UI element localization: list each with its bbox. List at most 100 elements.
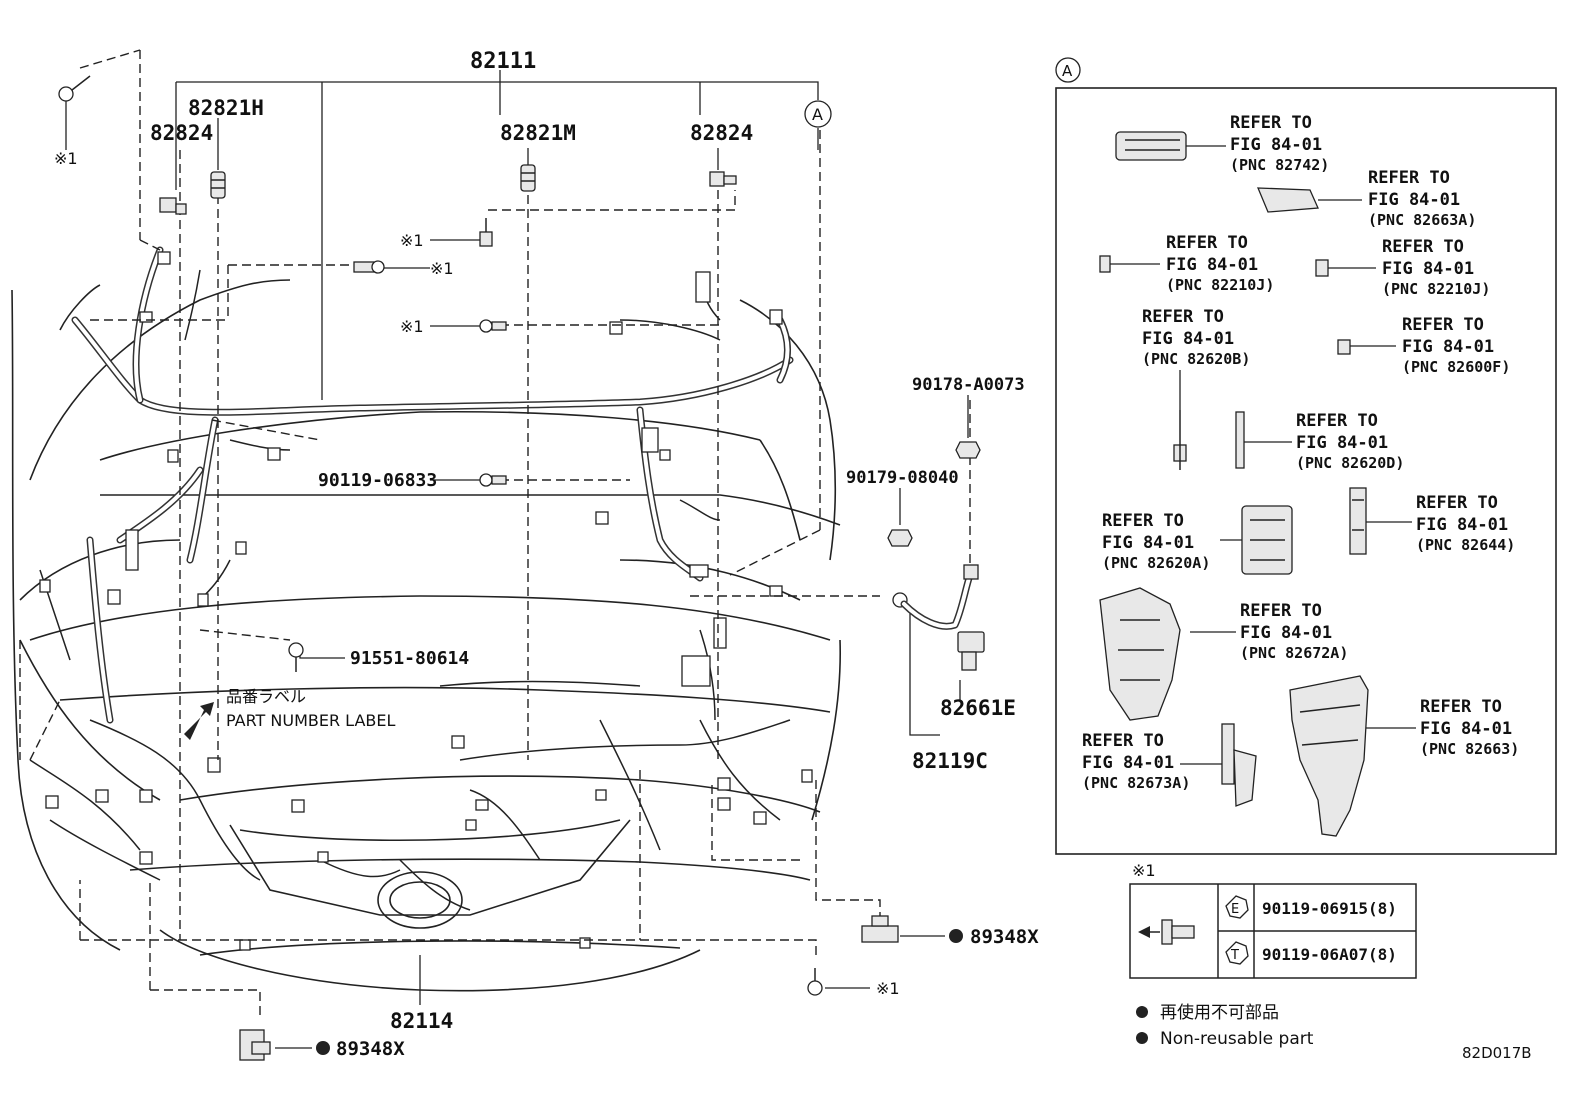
detail-part-82620d-icon — [1235, 411, 1292, 469]
svg-text:(PNC 82672A): (PNC 82672A) — [1240, 644, 1348, 662]
label-82111: 82111 — [470, 49, 536, 74]
svg-text:FIG 84-01: FIG 84-01 — [1166, 255, 1258, 275]
svg-text:REFER TO: REFER TO — [1230, 113, 1312, 133]
solid-leaders — [65, 70, 969, 1049]
note-mark-3: ※1 — [430, 259, 454, 278]
legend-jp: 再使用不可部品 — [1160, 1002, 1279, 1023]
label-82821m: 82821M — [500, 121, 576, 145]
svg-text:REFER TO: REFER TO — [1082, 731, 1164, 751]
label-90119-06833: 90119-06833 — [318, 470, 437, 491]
svg-text:FIG 84-01: FIG 84-01 — [1402, 337, 1494, 357]
detail-part-82620b-icon — [1173, 370, 1187, 470]
svg-text:T: T — [1230, 948, 1239, 963]
bracket-89348x-bottom-icon — [239, 1029, 271, 1061]
nut-90179-08040-icon — [887, 529, 913, 547]
part-number-label-en: PART NUMBER LABEL — [226, 711, 395, 730]
detail-ref-3: REFER TO FIG 84-01 (PNC 82210J) — [1382, 237, 1490, 298]
detail-part-82663a-icon — [1257, 187, 1362, 213]
sensor-82661e-icon — [957, 631, 985, 671]
label-89348x-bottom: 89348X — [336, 1038, 405, 1060]
label-89348x-right: 89348X — [970, 926, 1039, 948]
svg-text:FIG 84-01: FIG 84-01 — [1296, 433, 1388, 453]
label-82119c: 82119C — [912, 749, 988, 773]
svg-text:FIG 84-01: FIG 84-01 — [1416, 515, 1508, 535]
clip-82824-left-icon — [159, 197, 187, 215]
callout-a-letter: A — [812, 105, 823, 124]
bolt-icon-3 — [479, 319, 507, 333]
dashed-leaders — [19, 49, 971, 1020]
svg-text:FIG 84-01: FIG 84-01 — [1230, 135, 1322, 155]
svg-text:(PNC 82210J): (PNC 82210J) — [1382, 280, 1490, 298]
label-82824-left: 82824 — [150, 121, 213, 145]
svg-text:(PNC 82620D): (PNC 82620D) — [1296, 454, 1404, 472]
note-mark-5: ※1 — [876, 979, 900, 998]
detail-ref-4: REFER TO FIG 84-01 (PNC 82620B) — [1142, 307, 1250, 368]
detail-ref-2: REFER TO FIG 84-01 (PNC 82210J) — [1166, 233, 1274, 294]
svg-text:(PNC 82210J): (PNC 82210J) — [1166, 276, 1274, 294]
bolt-icon-2 — [353, 260, 385, 274]
svg-text:(PNC 82620B): (PNC 82620B) — [1142, 350, 1250, 368]
label-82661e: 82661E — [940, 696, 1016, 720]
svg-text:REFER TO: REFER TO — [1368, 168, 1450, 188]
svg-text:(PNC 82600F): (PNC 82600F) — [1402, 358, 1510, 376]
detail-ref-6: REFER TO FIG 84-01 (PNC 82620D) — [1296, 411, 1404, 472]
detail-panel-frame — [1055, 87, 1557, 855]
detail-panel-a: A — [1055, 57, 1557, 855]
svg-text:FIG 84-01: FIG 84-01 — [1420, 719, 1512, 739]
wire-82119c-icon — [892, 564, 979, 630]
svg-text:REFER TO: REFER TO — [1416, 493, 1498, 513]
nut-90178-a0073-icon — [955, 441, 981, 459]
svg-text:FIG 84-01: FIG 84-01 — [1082, 753, 1174, 773]
svg-text:(PNC 82644): (PNC 82644) — [1416, 536, 1515, 554]
svg-text:REFER TO: REFER TO — [1402, 315, 1484, 335]
bracket-89348x-right-icon — [861, 915, 899, 943]
bolt-icon-bottom — [807, 968, 823, 996]
legend: 再使用不可部品 Non-reusable part — [1136, 1002, 1314, 1049]
main-labels: 82111 82821H 82824 82821M 82824 ※1 ※1 ※1… — [54, 49, 1039, 1060]
part-number-label-arrow — [184, 702, 214, 740]
detail-part-82600f-icon — [1337, 339, 1396, 355]
label-90178-a0073: 90178-A0073 — [912, 375, 1025, 395]
svg-text:FIG 84-01: FIG 84-01 — [1142, 329, 1234, 349]
detail-ref-5: REFER TO FIG 84-01 (PNC 82600F) — [1402, 315, 1510, 376]
fastener-bolt-icon — [1138, 919, 1195, 945]
fastener-symbol-t: T — [1225, 941, 1249, 965]
bolt-icon-top-left — [58, 75, 91, 102]
svg-text:FIG 84-01: FIG 84-01 — [1240, 623, 1332, 643]
detail-a-marker — [1055, 57, 1081, 83]
svg-text:(PNC 82673A): (PNC 82673A) — [1082, 774, 1190, 792]
detail-ref-11: REFER TO FIG 84-01 (PNC 82663) — [1420, 697, 1519, 758]
part-number-label-jp: 品番ラベル — [226, 687, 306, 706]
detail-ref-1: REFER TO FIG 84-01 (PNC 82663A) — [1368, 168, 1476, 229]
svg-text:REFER TO: REFER TO — [1142, 307, 1224, 327]
detail-ref-7: REFER TO FIG 84-01 (PNC 82620A) — [1102, 511, 1210, 572]
svg-text:(PNC 82663): (PNC 82663) — [1420, 740, 1519, 758]
fastener-part-1: 90119-06915(8) — [1262, 899, 1397, 918]
svg-text:REFER TO: REFER TO — [1240, 601, 1322, 621]
harness-connectors — [39, 251, 813, 951]
svg-text:FIG 84-01: FIG 84-01 — [1368, 190, 1460, 210]
fastener-part-2: 90119-06A07(8) — [1262, 945, 1397, 964]
diagram-code: 82D017B — [1462, 1044, 1532, 1062]
detail-part-82663-icon — [1289, 675, 1416, 837]
svg-text:REFER TO: REFER TO — [1420, 697, 1502, 717]
note-mark-2: ※1 — [400, 231, 424, 250]
label-91551-80614: 91551-80614 — [350, 648, 469, 669]
fastener-table-title: ※1 — [1132, 861, 1156, 880]
label-90179-08040: 90179-08040 — [846, 468, 959, 488]
svg-text:REFER TO: REFER TO — [1382, 237, 1464, 257]
detail-part-82672a-icon — [1099, 587, 1236, 721]
label-82821h: 82821H — [188, 96, 264, 120]
svg-text:FIG 84-01: FIG 84-01 — [1382, 259, 1474, 279]
detail-ref-0: REFER TO FIG 84-01 (PNC 82742) — [1230, 113, 1329, 174]
svg-text:REFER TO: REFER TO — [1166, 233, 1248, 253]
bolt-90119-06833-icon — [479, 473, 507, 487]
non-reusable-dot-right — [949, 929, 963, 943]
clamp-82821m-icon — [520, 164, 536, 192]
svg-text:REFER TO: REFER TO — [1102, 511, 1184, 531]
detail-a-letter: A — [1062, 62, 1073, 80]
clip-82824-right-icon — [709, 171, 737, 187]
detail-part-82210j-left-icon — [1099, 255, 1160, 273]
clamp-82821h-icon — [210, 171, 226, 199]
